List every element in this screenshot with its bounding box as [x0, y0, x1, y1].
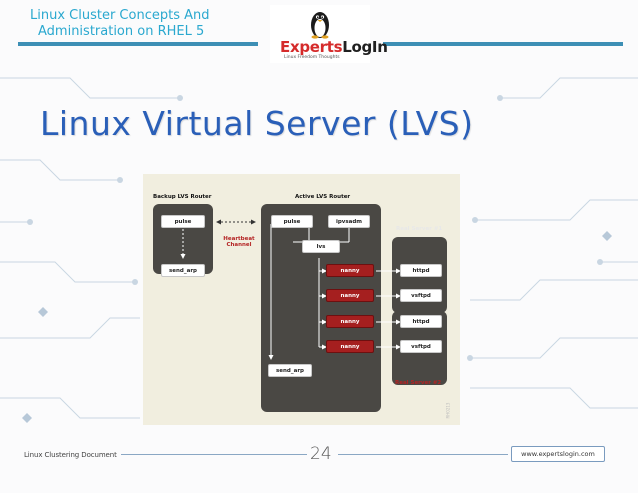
- nanny-node-1: nanny: [326, 264, 374, 277]
- logo: ExpertsLogIn Linux Freedom Thoughts: [270, 5, 388, 63]
- active-ipvsadm-node: ipvsadm: [328, 215, 370, 228]
- page-number: 24: [310, 444, 332, 464]
- slide-title: Linux Virtual Server (LVS): [40, 104, 474, 143]
- active-lvs-node: lvs: [302, 240, 340, 253]
- header-title: Linux Cluster Concepts And Administratio…: [30, 8, 245, 40]
- nanny-node-4: nanny: [326, 340, 374, 353]
- rs1-vsftpd-node: vsftpd: [400, 289, 442, 302]
- logo-wordmark-part1: Experts: [280, 38, 343, 56]
- logo-wordmark: ExpertsLogIn: [280, 38, 388, 56]
- logo-wordmark-part2: LogIn: [342, 38, 388, 56]
- backup-pulse-node: pulse: [161, 215, 205, 228]
- heartbeat-label: Heartbeat Channel: [220, 236, 258, 248]
- active-router-label: Active LVS Router: [295, 194, 351, 200]
- active-send-arp-node: send_arp: [268, 364, 312, 377]
- footer-divider-left: [121, 454, 307, 455]
- real-server-1-label: Real Server #1: [396, 226, 443, 232]
- rs2-vsftpd-node: vsftpd: [400, 340, 442, 353]
- active-pulse-node: pulse: [271, 215, 313, 228]
- backup-router-label: Backup LVS Router: [153, 194, 212, 200]
- nanny-node-3: nanny: [326, 315, 374, 328]
- real-server-2-label: Real Server #2: [395, 380, 442, 386]
- header-bar-left: [18, 42, 258, 46]
- logo-tagline: Linux Freedom Thoughts: [284, 55, 340, 60]
- heartbeat-label-line1: Heartbeat: [223, 236, 255, 242]
- active-router-box: [261, 204, 381, 412]
- rs2-httpd-node: httpd: [400, 315, 442, 328]
- nanny-node-2: nanny: [326, 289, 374, 302]
- footer-divider-right: [338, 454, 508, 455]
- footer-website-link[interactable]: www.expertslogin.com: [511, 446, 605, 462]
- backup-send-arp-node: send_arp: [161, 264, 205, 277]
- header-bar-right: [383, 42, 623, 46]
- heartbeat-label-line2: Channel: [226, 242, 252, 248]
- diagram-mark: RH0213: [445, 402, 451, 419]
- lvs-diagram: Backup LVS Router Active LVS Router Hear…: [143, 174, 460, 425]
- header-title-line1: Linux Cluster Concepts And: [30, 8, 210, 23]
- header-title-line2: Administration on RHEL 5: [38, 24, 205, 39]
- penguin-icon: [311, 12, 329, 39]
- footer-document-label: Linux Clustering Document: [24, 451, 117, 459]
- rs1-httpd-node: httpd: [400, 264, 442, 277]
